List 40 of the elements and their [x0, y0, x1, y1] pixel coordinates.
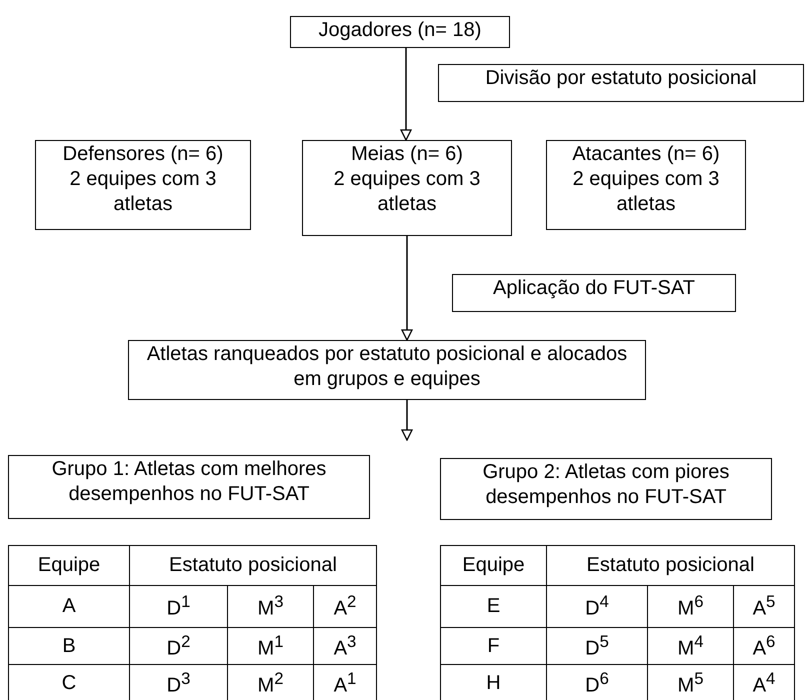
- box-text: 2 equipes com 3 atletas: [332, 167, 482, 217]
- player-rank: D$^{4}$: [546, 586, 648, 628]
- column-header: Estatuto posicional: [130, 546, 376, 586]
- column-header: Estatuto posicional: [546, 546, 794, 586]
- column-header: Equipe: [8, 546, 130, 586]
- process-box: [302, 140, 512, 236]
- process-box: Atletas ranqueados por estatuto posicional e alocados em grupos e equipes: [128, 340, 646, 400]
- player-rank: D$^{5}$: [546, 628, 648, 664]
- process-box: [546, 140, 746, 230]
- player-rank: A$^{5}$: [734, 586, 794, 628]
- team-letter: F: [440, 628, 546, 664]
- player-rank: A$^{6}$: [734, 628, 794, 664]
- player-rank: A$^{3}$: [314, 628, 376, 664]
- column-header: Equipe: [440, 546, 546, 586]
- process-box: [35, 140, 251, 230]
- arrow: [401, 236, 413, 341]
- team-letter: E: [440, 586, 546, 628]
- arrow: [401, 400, 413, 441]
- team-letter: C: [8, 664, 130, 700]
- box-heading: Atacantes (n= 6): [571, 142, 721, 167]
- step-label-box: Divisão por estatuto posicional: [438, 64, 804, 102]
- player-rank: D$^{2}$: [130, 628, 228, 664]
- step-label-box: Aplicação do FUT-SAT: [452, 274, 736, 312]
- group-box: Grupo 1: Atletas com melhores desempenhos no FUT-SAT: [8, 455, 370, 519]
- player-rank: M$^{4}$: [648, 628, 734, 664]
- box-text: 2 equipes com 3 atletas: [68, 167, 218, 217]
- process-box: Jogadores (n= 18): [290, 16, 510, 48]
- player-rank: A$^{2}$: [314, 586, 376, 628]
- player-rank: M$^{6}$: [648, 586, 734, 628]
- player-rank: M$^{1}$: [228, 628, 314, 664]
- team-letter: H: [440, 664, 546, 700]
- box-heading: Defensores (n= 6): [62, 142, 224, 167]
- team-letter: B: [8, 628, 130, 664]
- team-letter: A: [8, 586, 130, 628]
- group-box: Grupo 2: Atletas com piores desempenhos no FUT-SAT: [440, 458, 772, 520]
- player-rank: D$^{1}$: [130, 586, 228, 628]
- box-heading: Meias (n= 6): [350, 142, 464, 167]
- player-rank: M$^{3}$: [228, 586, 314, 628]
- arrow: [400, 48, 412, 141]
- box-text: 2 equipes com 3 atletas: [572, 167, 720, 217]
